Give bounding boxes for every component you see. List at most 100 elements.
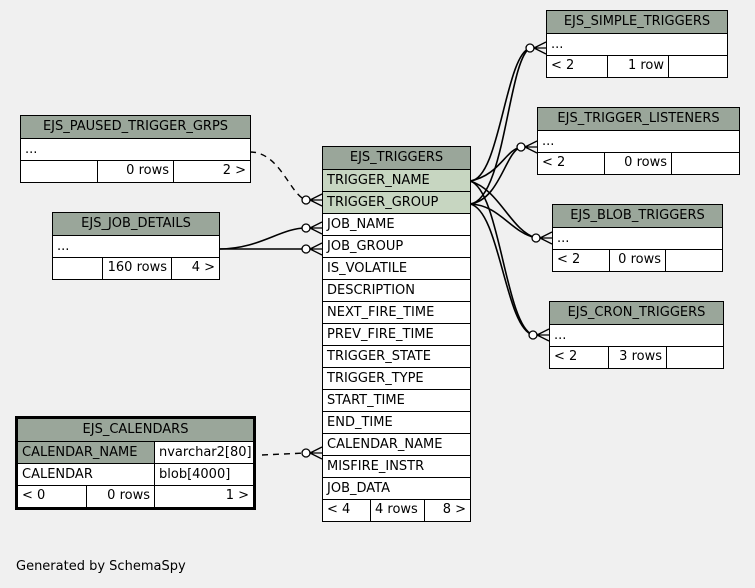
row-count: 0 rows [87,486,155,507]
edge-end-circle [531,233,541,243]
table-ejs-cron-triggers[interactable]: EJS_CRON_TRIGGERS ... < 2 3 rows [549,301,724,369]
children-link[interactable]: 1 > [225,488,249,503]
row-count: 0 rows [605,153,672,174]
crowfoot-icon [533,41,547,55]
table-row: ... [553,228,722,250]
table-footer: < 4 4 rows 8 > [323,500,470,521]
edge-end-circle [525,43,535,53]
table-title[interactable]: EJS_CRON_TRIGGERS [550,302,723,325]
parents-link[interactable]: < 4 [323,500,371,521]
crowfoot-icon [539,231,553,245]
table-title[interactable]: EJS_JOB_DETAILS [53,213,219,236]
column-row: JOB_DATA [323,478,470,500]
table-title[interactable]: EJS_SIMPLE_TRIGGERS [547,11,727,34]
table-footer: < 0 0 rows 1 > [18,486,253,507]
table-ejs-simple-triggers[interactable]: EJS_SIMPLE_TRIGGERS ... < 2 1 row [546,10,728,78]
table-footer: 0 rows 2 > [21,161,250,182]
table-footer: < 2 1 row [547,56,727,77]
column-name: CALENDAR [18,464,155,486]
edge-paused [249,151,307,201]
crowfoot-icon [524,140,538,154]
table-ejs-paused-trigger-grps[interactable]: EJS_PAUSED_TRIGGER_GRPS ... 0 rows 2 > [20,115,251,183]
row-count: 4 rows [371,500,425,521]
column-type: blob[4000] [155,464,253,486]
table-row: ... [53,236,219,258]
column-row: CALENDAR_NAME [323,434,470,456]
table-row: ... [547,34,727,56]
edge-end-circle [516,142,526,152]
table-footer: 160 rows 4 > [53,258,219,279]
column-type: nvarchar2[80] [155,442,253,464]
edge-cron [469,180,534,336]
children-link[interactable]: 4 > [191,260,215,275]
table-title[interactable]: EJS_BLOB_TRIGGERS [553,205,722,228]
children-link[interactable]: 2 > [222,163,246,178]
generated-by-label: Generated by SchemaSpy [16,559,186,574]
column-row: JOB_GROUP [323,236,470,258]
table-title[interactable]: EJS_PAUSED_TRIGGER_GRPS [21,116,250,139]
crowfoot-icon [309,221,323,235]
column-row: TRIGGER_GROUP [323,192,470,214]
children-link[interactable] [666,250,722,271]
table-title[interactable]: EJS_TRIGGER_LISTENERS [538,108,739,131]
table-title[interactable]: EJS_TRIGGERS [323,147,470,170]
edge-simple-triggers-2 [469,47,531,205]
edge-end-circle [528,330,538,340]
children-link[interactable] [672,153,739,174]
table-ejs-triggers[interactable]: EJS_TRIGGERS TRIGGER_NAME TRIGGER_GROUP … [322,146,471,522]
row-count: 160 rows [103,258,172,279]
row-count: 0 rows [610,250,666,271]
parents-link[interactable] [53,258,103,279]
edge-simple-triggers [469,47,531,182]
parents-link[interactable] [21,161,98,182]
table-footer: < 2 0 rows [553,250,722,271]
edge-end-circle [301,195,311,205]
children-link[interactable] [667,347,723,368]
column-row: NEXT_FIRE_TIME [323,302,470,324]
edge-blob [469,180,537,239]
parents-link[interactable]: < 2 [550,347,609,368]
edge-listeners-2 [469,146,522,205]
crowfoot-icon [309,446,323,460]
edge-blob-2 [469,203,537,239]
edge-end-circle [301,448,311,458]
table-footer: < 2 0 rows [538,153,739,174]
row-count: 1 row [608,56,669,77]
column-row: MISFIRE_INSTR [323,456,470,478]
parents-link[interactable]: < 2 [553,250,610,271]
edge-end-circle [301,244,311,254]
column-row: IS_VOLATILE [323,258,470,280]
column-row: TRIGGER_STATE [323,346,470,368]
table-ejs-calendars[interactable]: EJS_CALENDARS CALENDAR_NAME nvarchar2[80… [15,416,256,510]
table-ejs-trigger-listeners[interactable]: EJS_TRIGGER_LISTENERS ... < 2 0 rows [537,107,740,175]
children-link[interactable]: 8 > [442,502,466,517]
edge-end-circle [301,223,311,233]
column-row: DESCRIPTION [323,280,470,302]
parents-link[interactable]: < 2 [547,56,608,77]
table-footer: < 2 3 rows [550,347,723,368]
column-row: END_TIME [323,412,470,434]
table-ejs-job-details[interactable]: EJS_JOB_DETAILS ... 160 rows 4 > [52,212,220,280]
edge-cron-2 [469,203,534,336]
crowfoot-icon [536,328,550,342]
column-row: JOB_NAME [323,214,470,236]
column-row: START_TIME [323,390,470,412]
edge-calendar [261,452,307,456]
children-link[interactable] [669,56,727,77]
crowfoot-icon [309,242,323,256]
crowfoot-icon [309,193,323,207]
table-row: ... [21,139,250,161]
column-row: TRIGGER_NAME [323,170,470,192]
edge-job-name [218,227,307,250]
table-title[interactable]: EJS_CALENDARS [18,419,253,442]
row-count: 0 rows [98,161,174,182]
parents-link[interactable]: < 0 [18,486,87,507]
table-row: ... [550,325,723,347]
row-count: 3 rows [609,347,667,368]
column-row: TRIGGER_TYPE [323,368,470,390]
parents-link[interactable]: < 2 [538,153,605,174]
table-row: ... [538,131,739,153]
table-ejs-blob-triggers[interactable]: EJS_BLOB_TRIGGERS ... < 2 0 rows [552,204,723,272]
column-name: CALENDAR_NAME [18,442,155,464]
